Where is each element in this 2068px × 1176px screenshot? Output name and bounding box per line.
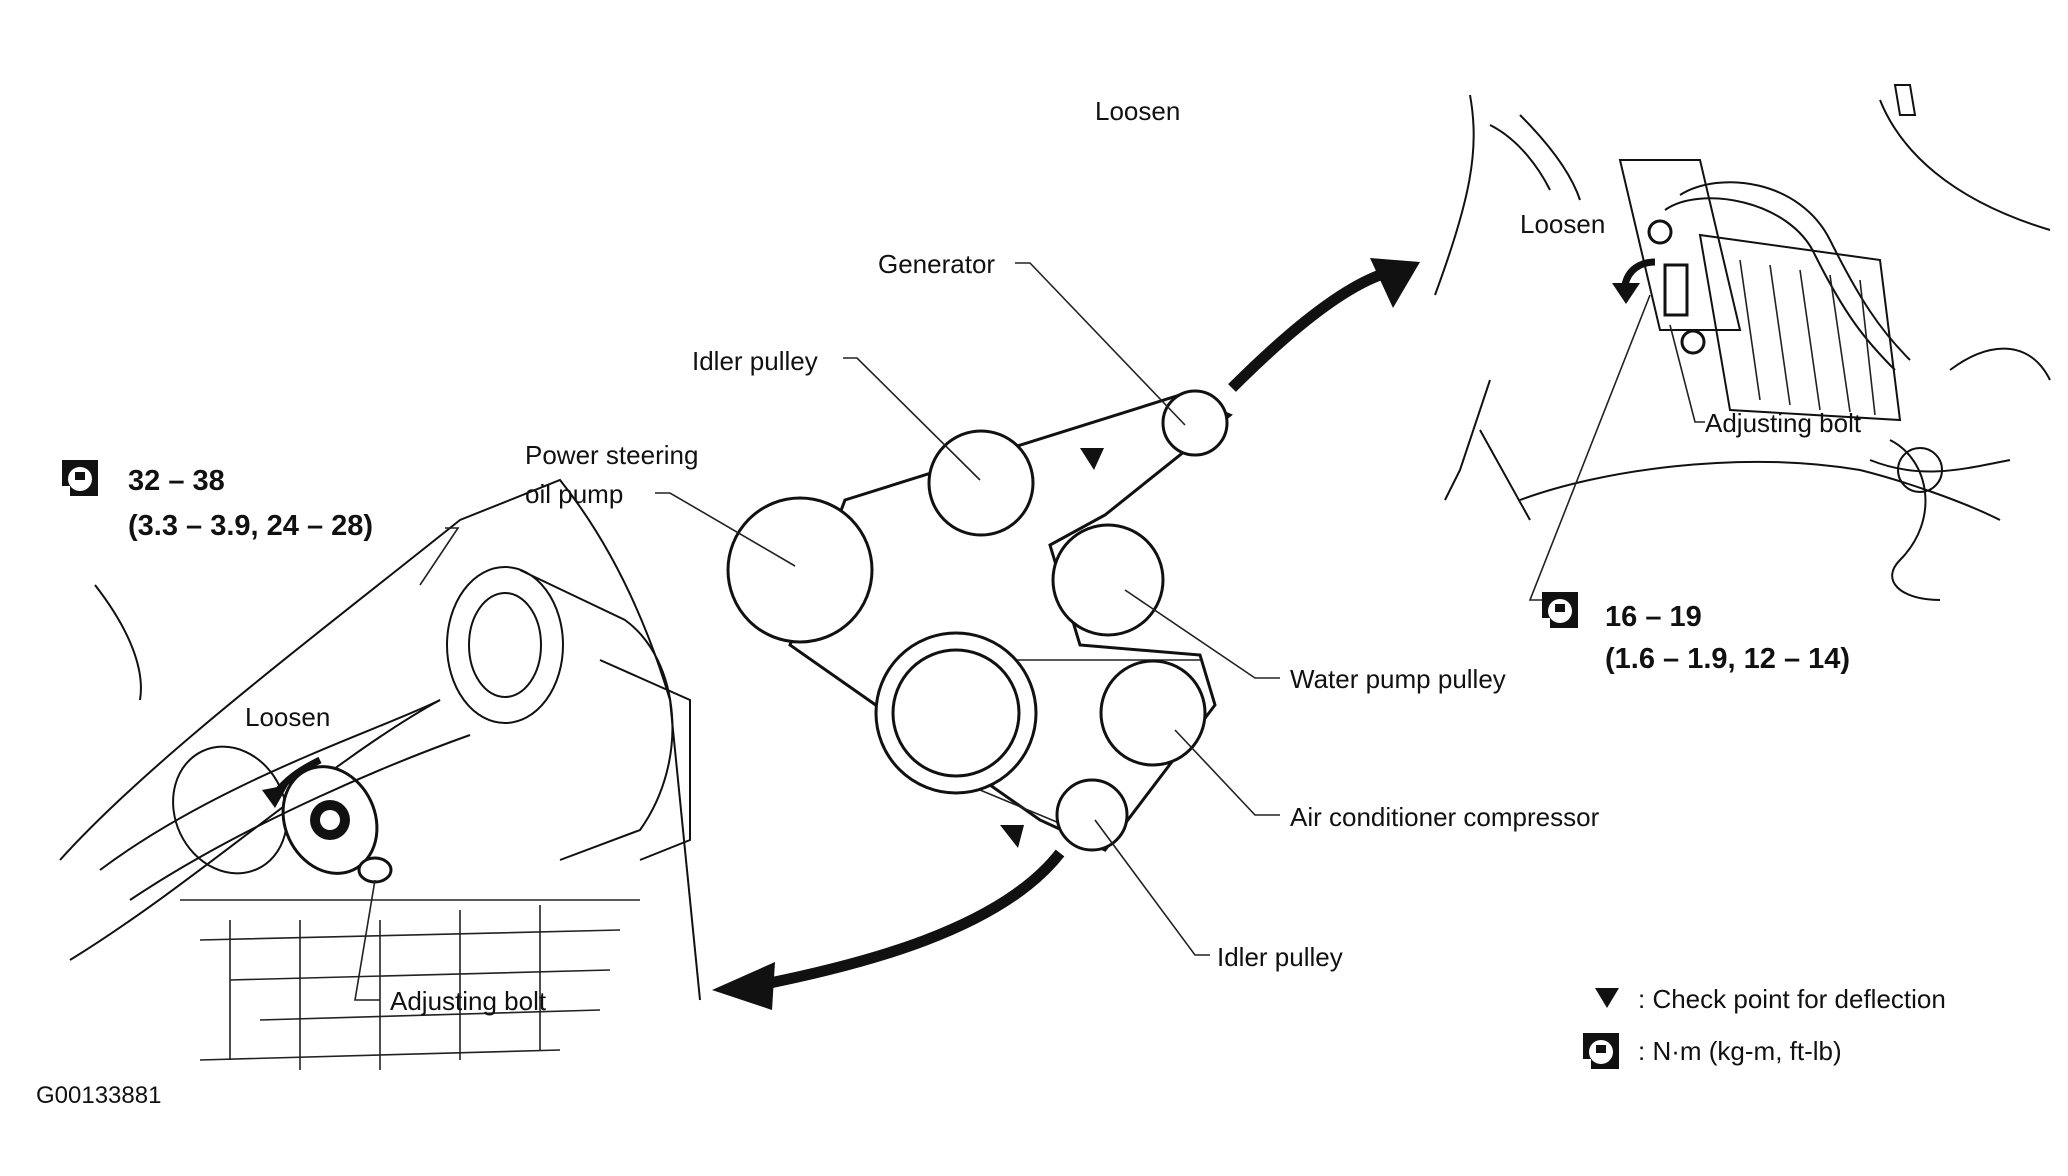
legend: : Check point for deflection : N·m (kg-m… [1583, 984, 1946, 1069]
left-torque-leader [419, 527, 460, 586]
lower-frame [1519, 460, 2001, 521]
arrow-head-left [712, 962, 775, 1010]
engine-block-ribs [180, 899, 640, 1061]
top-loosen-label: Loosen [1095, 96, 1180, 126]
right-adjusting-bolt-leader [1669, 324, 1705, 423]
engine-outline-right [1434, 94, 1491, 501]
engine-block-lines [229, 905, 541, 1070]
mount-hole [1897, 447, 1943, 493]
water-pump-leader [1124, 589, 1280, 679]
generator-label: Generator [878, 249, 995, 279]
arrow-head-right [1370, 258, 1420, 308]
bracket-edge [69, 699, 441, 961]
left-torque-line2: (3.3 – 3.9, 24 – 28) [128, 510, 373, 542]
belt-section [99, 699, 471, 901]
power-steering-pulley [726, 496, 874, 644]
pump-pulley-hub [468, 592, 542, 698]
generator-leader [1015, 262, 1186, 426]
generator-detail: Loosen Adjusting bolt 16 – 19 (1.6 – 1.9… [1434, 84, 2051, 675]
lock-bolt [1647, 219, 1673, 245]
right-adjusting-bolt-label: Adjusting bolt [1705, 408, 1862, 438]
ac-compressor-pulley [1099, 659, 1207, 767]
left-adjusting-bolt-label: Adjusting bolt [390, 986, 547, 1016]
left-adjusting-bolt-leader [354, 879, 380, 1001]
left-loosen-label: Loosen [245, 702, 330, 732]
idler-top-leader [843, 357, 981, 481]
power-steering-label-2: oil pump [525, 479, 623, 509]
loosen-arrow-head [262, 785, 288, 808]
generator-body [1698, 233, 1902, 422]
bracket-outline [59, 478, 701, 1001]
hose-3 [1949, 347, 2051, 381]
loosen-arrow-icon [1621, 258, 1656, 286]
loosen-arrow-head [1612, 283, 1640, 304]
bracket-right [1618, 159, 1742, 331]
clip [1893, 84, 1917, 116]
torque-wrench-icon [1542, 592, 1578, 628]
lower-bracket [1479, 429, 2011, 521]
crankshaft-pulley-inner [891, 648, 1021, 778]
diagram-code: G00133881 [36, 1082, 161, 1109]
power-steering-label: Power steering [525, 440, 698, 470]
belt-routing-diagram: Loosen Generator Idler pulley Power stee… [525, 96, 1600, 972]
adjusting-bolt-body [1663, 263, 1689, 317]
engine-outline [94, 584, 142, 701]
idler-pulley-top [927, 429, 1035, 537]
idler-pulley-bottom-label: Idler pulley [1217, 942, 1343, 972]
deflection-triangle-icon [1000, 825, 1024, 848]
ac-compressor-leader [1174, 729, 1280, 816]
right-loosen-label: Loosen [1520, 209, 1605, 239]
power-steering-leader [655, 492, 796, 567]
torque-wrench-icon [62, 460, 98, 496]
ac-compressor-label: Air conditioner compressor [1290, 802, 1600, 832]
legend-units: : N·m (kg-m, ft-lb) [1638, 1036, 1842, 1066]
idler-pulley-top-label: Idler pulley [692, 346, 818, 376]
mount-right [1889, 439, 1941, 601]
arrow-to-generator-detail [1228, 269, 1382, 392]
pump-pulley [446, 566, 564, 724]
left-torque-line1: 32 – 38 [128, 465, 225, 497]
legend-deflection: : Check point for deflection [1638, 984, 1946, 1014]
idler-pulley-bottom [1055, 778, 1129, 852]
power-steering-detail: Loosen Adjusting bolt 32 – 38 (3.3 – 3.9… [59, 460, 701, 1070]
torque-wrench-icon [1583, 1033, 1619, 1069]
hose-2 [1679, 181, 1911, 361]
hose-1 [1489, 114, 1581, 201]
pump-body [519, 569, 674, 861]
adjusting-bolt-nut [1680, 329, 1706, 355]
generator-pulley [1161, 389, 1229, 457]
pump-housing [599, 659, 691, 861]
lock-nut-hole [320, 810, 340, 830]
right-torque-line1: 16 – 19 [1605, 601, 1702, 633]
hose-2-inner [1664, 197, 1896, 371]
pointer-arrows [712, 258, 1420, 1010]
deflection-triangle-icon [1080, 448, 1104, 470]
deflection-triangle-icon [1595, 988, 1619, 1008]
right-torque-leader [1528, 294, 1651, 601]
water-pump-pulley [1051, 523, 1165, 637]
generator-fins [1739, 259, 1876, 416]
adjusting-bolt-head [357, 856, 393, 884]
idler-bottom-leader [1094, 819, 1210, 956]
water-pump-label: Water pump pulley [1290, 664, 1506, 694]
right-torque-line2: (1.6 – 1.9, 12 – 14) [1605, 643, 1850, 675]
arrow-to-power-steering-detail [758, 849, 1065, 991]
hose-4 [1879, 99, 2051, 231]
